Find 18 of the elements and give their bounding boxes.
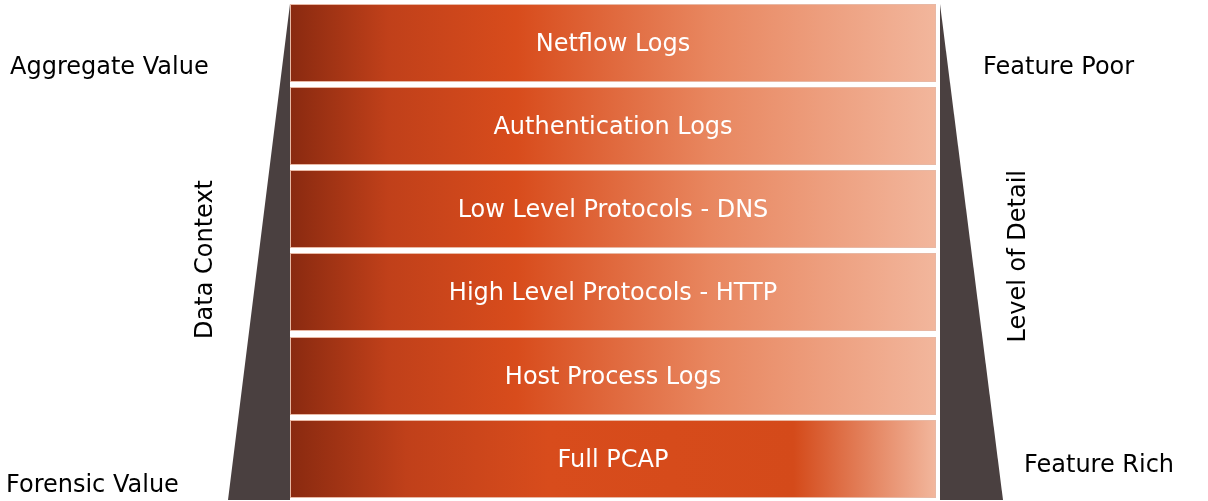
scale-label: Feature Rich [1024,450,1175,478]
layer-band [290,87,936,165]
scale-label: Aggregate Value [10,52,209,80]
axis-label: Level of Detail [1003,170,1031,343]
scale-label: Feature Poor [983,52,1135,80]
layer-title: Netflow Logs [535,29,691,57]
layer-title: Full PCAP [557,445,669,473]
layer-band [290,170,936,248]
layer-band [290,4,936,82]
layer-band [290,253,936,331]
layer-band [290,420,936,498]
axis-label: Data Context [190,180,218,339]
layer-title: Low Level Protocols - DNS [457,195,769,223]
layer-band [290,337,936,415]
layer-title: Host Process Logs [504,362,722,390]
layer-title: High Level Protocols - HTTP [448,278,778,306]
layer-title: Authentication Logs [493,112,733,140]
scale-label: Forensic Value [6,470,179,498]
